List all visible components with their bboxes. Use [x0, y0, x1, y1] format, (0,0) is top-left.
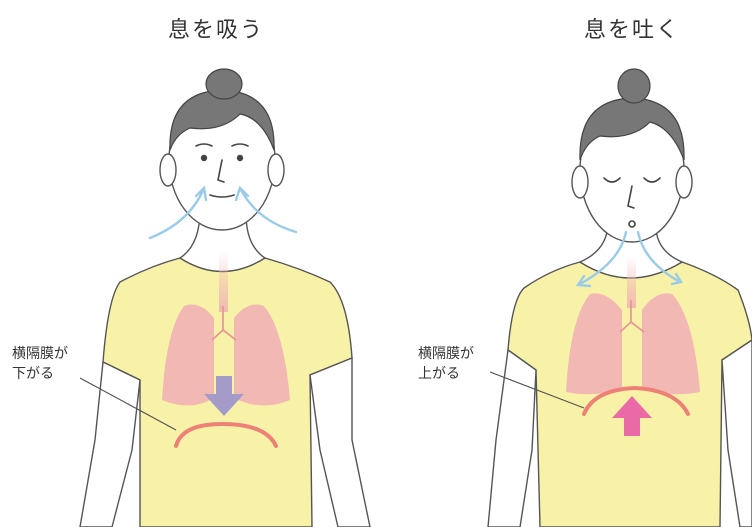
- exhale-ear-left: [572, 166, 588, 198]
- inhale-right-arm: [310, 358, 370, 527]
- inhale-left-arm: [80, 362, 140, 527]
- inhale-label-line2: 下がる: [12, 364, 68, 384]
- exhale-diaphragm-label: 横隔膜が 上がる: [418, 344, 474, 384]
- exhale-title: 息を吐く: [584, 12, 680, 44]
- exhale-label-line1: 横隔膜が: [418, 344, 474, 364]
- inhale-ear-right: [268, 154, 284, 186]
- inhale-title: 息を吸う: [168, 12, 264, 44]
- exhale-figure: [488, 69, 752, 527]
- inhale-diaphragm-label: 横隔膜が 下がる: [12, 344, 68, 384]
- inhale-label-line1: 横隔膜が: [12, 344, 68, 364]
- exhale-left-arm: [488, 350, 536, 527]
- inhale-figure: [80, 69, 370, 527]
- inhale-hair-bun: [206, 69, 242, 99]
- exhale-ear-right: [676, 166, 692, 198]
- exhale-hair-bun: [618, 69, 650, 103]
- inhale-trachea: [219, 252, 228, 312]
- inhale-ear-left: [160, 154, 176, 186]
- exhale-label-line2: 上がる: [418, 364, 474, 384]
- exhale-right-arm: [722, 340, 752, 527]
